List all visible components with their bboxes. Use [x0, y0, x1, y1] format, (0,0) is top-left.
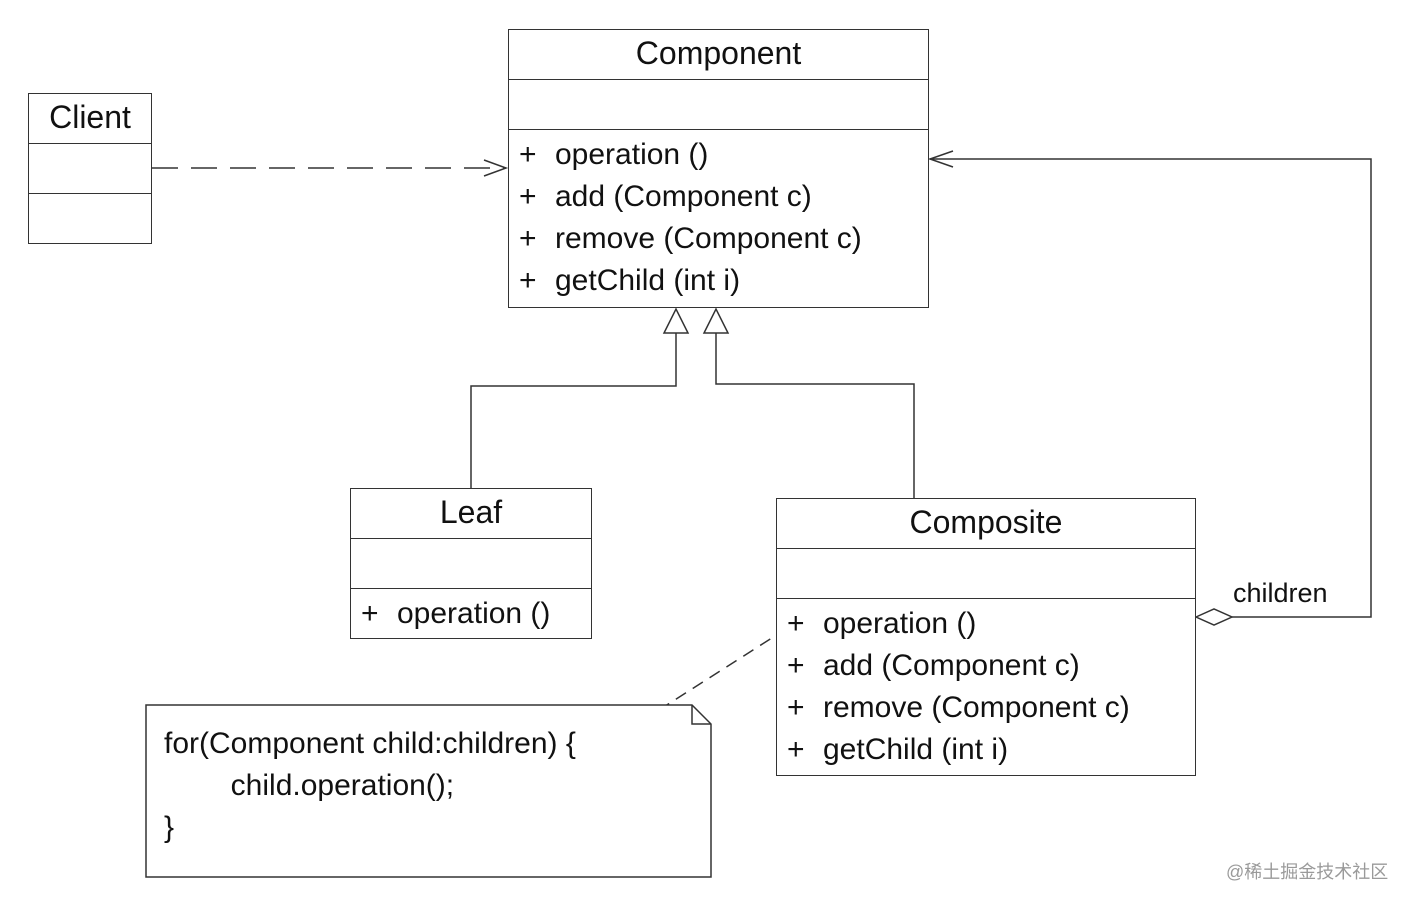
aggregation-line	[930, 158, 1372, 618]
operation-signature: getChild (int i)	[823, 733, 1009, 766]
dependency-arrowhead	[483, 159, 509, 177]
attributes-compartment	[351, 539, 591, 589]
operation-item: + getChild (int i)	[777, 729, 1195, 771]
operation-signature: add (Component c)	[823, 649, 1080, 682]
watermark: @稀土掘金技术社区	[1226, 862, 1389, 882]
operation-signature: getChild (int i)	[555, 264, 741, 297]
attributes-compartment	[509, 80, 928, 130]
class-composite: Composite + operation () + add (Component …	[776, 498, 1196, 776]
note-shape	[145, 704, 712, 878]
operation-item: + add (Component c)	[777, 645, 1195, 687]
note-line-2: child.operation();	[164, 769, 455, 802]
operation-signature: remove (Component c)	[555, 222, 862, 255]
operation-signature: operation ()	[397, 597, 551, 630]
visibility-marker: +	[519, 222, 537, 255]
note-fold	[691, 705, 711, 725]
class-name: Leaf	[351, 489, 591, 539]
class-name: Client	[29, 94, 151, 144]
class-client: Client	[28, 93, 152, 244]
leaf-generalization-triangle	[662, 307, 690, 334]
composite-generalization-triangle	[702, 307, 730, 334]
visibility-marker: +	[787, 691, 805, 724]
note-line-3: }	[164, 811, 175, 844]
note-anchor-line	[658, 619, 801, 711]
operations-compartment: + operation () + add (Component c) + remove…	[777, 599, 1195, 771]
operation-signature: add (Component c)	[555, 180, 812, 213]
operation-item: + add (Component c)	[509, 176, 928, 218]
aggregation-arrowhead	[927, 150, 954, 168]
operation-signature: operation ()	[823, 607, 977, 640]
operation-item: + operation ()	[509, 134, 928, 176]
operation-item: + remove (Component c)	[777, 687, 1195, 729]
composite-generalization-line	[715, 333, 915, 498]
visibility-marker: +	[787, 607, 805, 640]
operations-compartment: + operation () + add (Component c) + remove…	[509, 130, 928, 302]
operation-item: + remove (Component c)	[509, 218, 928, 260]
class-name: Composite	[777, 499, 1195, 549]
operation-signature: operation ()	[555, 138, 709, 171]
attributes-compartment	[29, 144, 151, 194]
class-name: Component	[509, 30, 928, 80]
leaf-generalization-line	[470, 333, 677, 489]
operations-compartment: + operation ()	[351, 589, 591, 635]
visibility-marker: +	[519, 138, 537, 171]
aggregation-diamond	[1194, 608, 1234, 626]
children-role-label: children	[1233, 578, 1328, 608]
visibility-marker: +	[519, 180, 537, 213]
attributes-compartment	[777, 549, 1195, 599]
operation-signature: remove (Component c)	[823, 691, 1130, 724]
operations-compartment	[29, 194, 151, 198]
operation-item: + getChild (int i)	[509, 260, 928, 302]
class-leaf: Leaf + operation ()	[350, 488, 592, 639]
operation-item: + operation ()	[777, 603, 1195, 645]
visibility-marker: +	[787, 733, 805, 766]
visibility-marker: +	[787, 649, 805, 682]
operation-item: + operation ()	[351, 593, 591, 635]
visibility-marker: +	[361, 597, 379, 630]
class-component: Component + operation () + add (Component …	[508, 29, 929, 308]
note-line-1: for(Component child:children) {	[164, 727, 576, 760]
visibility-marker: +	[519, 264, 537, 297]
